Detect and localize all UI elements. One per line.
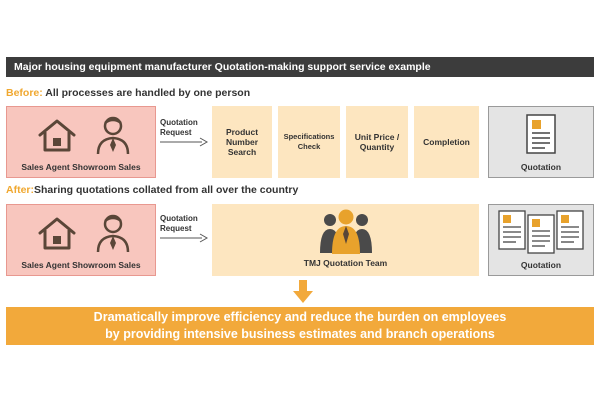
- step-1-line2: Number: [225, 137, 259, 147]
- after-request-label: Quotation Request: [160, 214, 198, 234]
- step-1-line3: Search: [227, 147, 257, 157]
- before-quotation-box: Quotation: [488, 106, 594, 178]
- before-request-arrow: [160, 137, 208, 147]
- after-quotation-box: Quotation: [488, 204, 594, 276]
- step-4-line1: Completion: [423, 137, 470, 147]
- step-product-number-search: Product Number Search: [212, 106, 272, 178]
- team-label: TMJ Quotation Team: [303, 258, 388, 268]
- documents-stack-icon: [498, 210, 584, 254]
- result-line1: Dramatically improve efficiency and redu…: [93, 310, 507, 324]
- step-specifications-check: Specifications Check: [278, 106, 340, 178]
- step-1-line1: Product: [225, 127, 259, 137]
- after-agent-box: Sales Agent Showroom Sales: [6, 204, 156, 276]
- tmj-quotation-team-box: TMJ Quotation Team: [212, 204, 479, 276]
- before-request-line1: Quotation: [160, 118, 198, 127]
- before-agent-box: Sales Agent Showroom Sales: [6, 106, 156, 178]
- page-title: Major housing equipment manufacturer Quo…: [6, 57, 594, 77]
- before-request-label: Quotation Request: [160, 118, 198, 138]
- before-agent-label: Sales Agent Showroom Sales: [21, 162, 141, 172]
- document-icon: [526, 114, 556, 154]
- salesperson-icon: [96, 116, 130, 155]
- step-3-line1: Unit Price /: [354, 132, 400, 142]
- before-tag: Before:: [6, 87, 43, 99]
- after-quotation-label: Quotation: [520, 260, 562, 270]
- after-request-line2: Request: [160, 224, 192, 233]
- after-heading-text: Sharing quotations collated from all ove…: [34, 184, 299, 196]
- house-icon: [38, 119, 76, 152]
- before-quotation-label: Quotation: [520, 162, 562, 172]
- step-2-line1: Specifications: [283, 132, 335, 141]
- before-heading-text: All processes are handled by one person: [42, 87, 251, 99]
- step-2-line2: Check: [297, 142, 321, 151]
- after-tag: After:: [6, 184, 34, 196]
- after-agent-label: Sales Agent Showroom Sales: [21, 260, 141, 270]
- before-heading: Before: All processes are handled by one…: [6, 87, 250, 99]
- result-banner: Dramatically improve efficiency and redu…: [6, 307, 594, 345]
- house-icon: [38, 217, 76, 250]
- after-request-arrow: [160, 233, 208, 243]
- team-icon: [320, 209, 372, 254]
- after-heading: After:Sharing quotations collated from a…: [6, 184, 298, 196]
- down-arrow-icon: [293, 280, 313, 303]
- result-line2: by providing intensive business estimate…: [105, 327, 495, 341]
- before-request-line2: Request: [160, 128, 192, 137]
- after-request-line1: Quotation: [160, 214, 198, 223]
- step-unit-price-quantity: Unit Price / Quantity: [346, 106, 408, 178]
- salesperson-icon: [96, 214, 130, 253]
- step-3-line2: Quantity: [359, 142, 395, 152]
- step-completion: Completion: [414, 106, 479, 178]
